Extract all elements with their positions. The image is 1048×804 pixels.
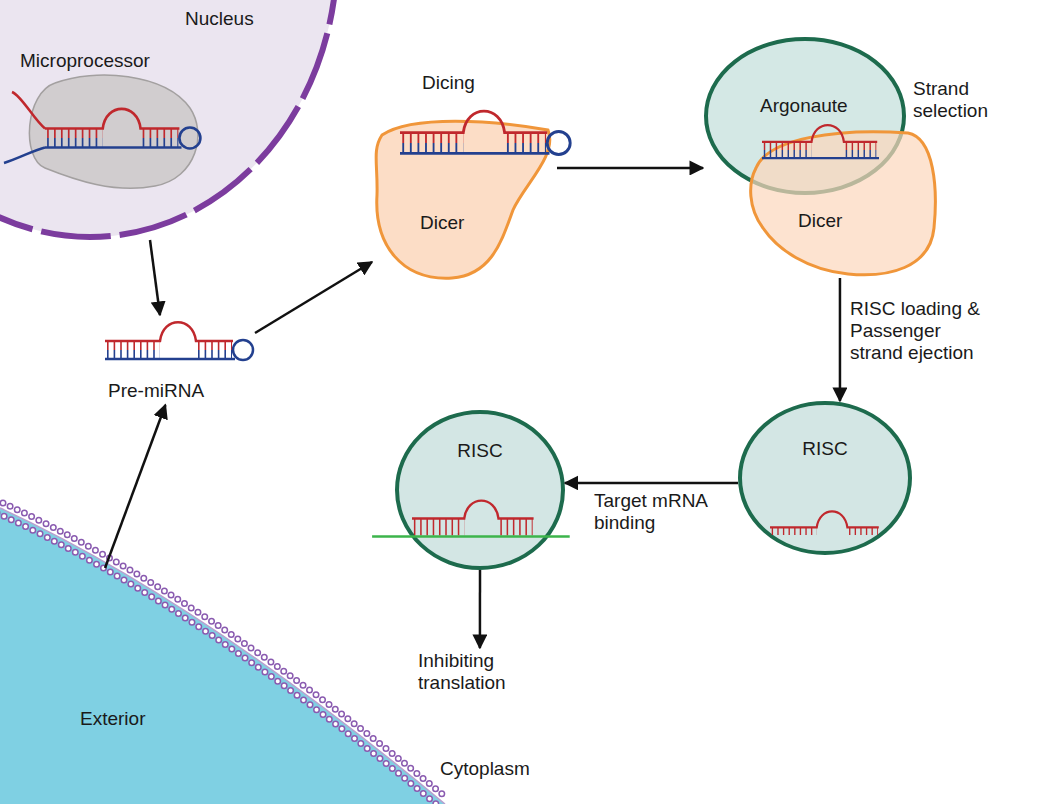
flow-arrow <box>839 278 842 401</box>
node-label: Pre-miRNA <box>108 380 238 402</box>
flow-arrow <box>557 167 703 170</box>
membrane-inner-ring <box>0 513 442 804</box>
exterior-region: Exterior <box>0 568 445 804</box>
node-label: Argonaute <box>760 95 870 117</box>
microprocessor-complex: Microprocessor <box>15 48 205 193</box>
stage-label: Strand selection <box>913 78 1013 122</box>
stage-label: Dicing <box>422 72 522 94</box>
nucleus-compartment: NucleusMicroprocessor <box>0 0 340 240</box>
shape-outline <box>0 568 445 804</box>
mirna-duplex <box>762 125 879 158</box>
mature-mirna <box>412 501 534 523</box>
shape-outline <box>738 401 912 555</box>
node-label: RISC <box>430 440 530 462</box>
flow-arrow <box>565 482 738 485</box>
shape-fill <box>751 132 936 275</box>
pre-mirna-hairpin <box>400 111 570 154</box>
node-label: Inhibiting translation <box>418 650 526 694</box>
node-label: Nucleus <box>185 8 295 30</box>
base-ticks <box>500 527 532 536</box>
risc-complex: RISC <box>395 410 565 570</box>
shape-fill <box>0 0 337 237</box>
pre-mirna: Pre-miRNA <box>95 315 255 405</box>
node-label: Dicer <box>420 212 500 234</box>
base-ticks <box>414 527 464 536</box>
flow-arrow <box>255 262 372 333</box>
risc-complex: RISC <box>738 401 912 555</box>
node-label: Exterior <box>80 708 180 730</box>
pre-mirna-hairpin <box>105 322 253 360</box>
pri-mirna-tail <box>4 148 45 164</box>
flow-arrow <box>479 570 482 648</box>
membrane-outer-ring <box>3 503 448 799</box>
node-label: Microprocessor <box>20 50 195 72</box>
flow-arrow <box>105 405 165 568</box>
membrane-core <box>0 508 445 804</box>
dicer-enzyme: Dicer <box>372 115 557 283</box>
shape-outline <box>395 410 565 570</box>
membrane-outer-fill <box>3 503 448 799</box>
node-label: Dicer <box>798 210 878 232</box>
pri-mirna-tail <box>12 92 45 129</box>
shape-outline <box>748 128 938 278</box>
shape-fill <box>29 75 197 188</box>
shape-fill <box>740 403 910 553</box>
node-label: RISC <box>775 438 875 460</box>
outcome-text: Inhibiting translation <box>415 648 525 700</box>
mature-mirna <box>770 511 879 531</box>
shape-fill <box>0 508 445 804</box>
edge-label: Target mRNA binding <box>594 490 719 534</box>
shape-fill <box>376 121 550 278</box>
shape-outline <box>372 115 557 283</box>
pri-mirna-hairpin <box>45 109 200 149</box>
edge-label: RISC loading & Passenger strand ejection <box>850 298 992 364</box>
mirna-target-complex <box>372 501 570 537</box>
flow-arrow <box>150 240 160 315</box>
region-label: Cytoplasm <box>440 758 560 780</box>
shape-fill <box>397 412 563 568</box>
membrane-inner-fill <box>0 513 442 804</box>
target-mrna <box>372 535 570 537</box>
dicer-enzyme: Dicer <box>748 128 938 278</box>
